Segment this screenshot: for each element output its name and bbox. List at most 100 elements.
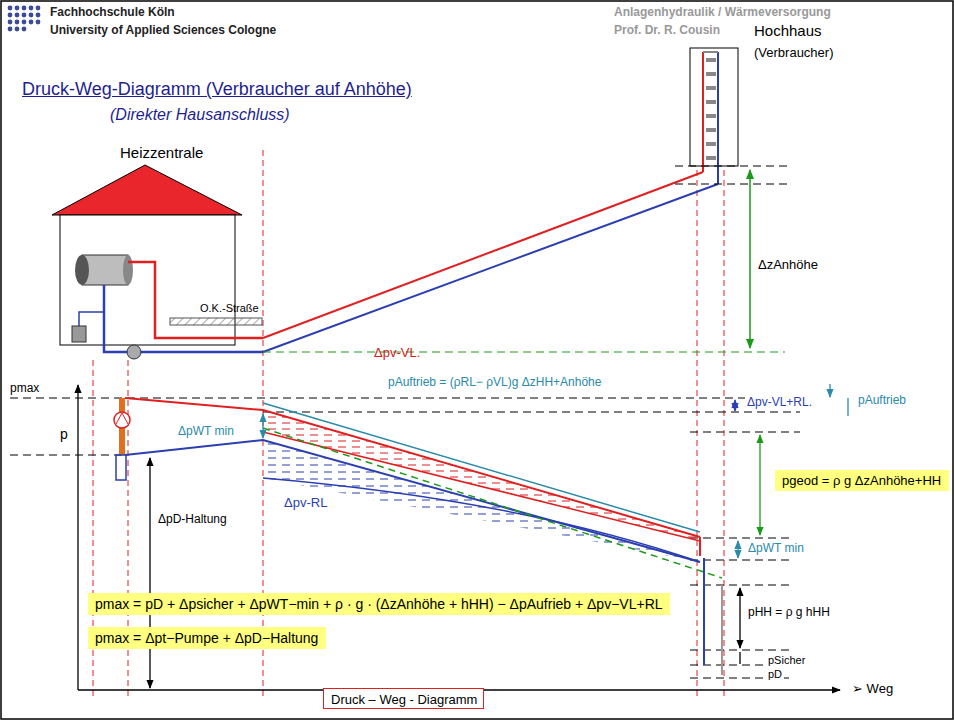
heating-plant (104, 285, 263, 352)
annotation-label: ➢ Weg (850, 682, 895, 697)
high-rise (690, 48, 738, 166)
pressure-curve (263, 432, 700, 541)
heating-plant (123, 255, 133, 285)
high-rise (703, 51, 718, 53)
logo-dots (36, 6, 41, 11)
annotation-label: University of Applied Sciences Cologne (48, 24, 278, 38)
logo-dots (15, 13, 20, 18)
high-rise (706, 58, 716, 62)
pump-symbol (116, 455, 126, 480)
pressure-curve (699, 537, 701, 556)
logo-dots (15, 27, 20, 32)
high-rise (706, 60, 716, 158)
guide-line (263, 150, 264, 700)
logo-dots (15, 20, 20, 25)
logo-dots (29, 6, 34, 11)
reference-line (690, 432, 800, 433)
logo-dots (22, 6, 27, 11)
logo-dots (15, 6, 20, 11)
heating-plant (170, 318, 262, 325)
dimension-arrow (734, 400, 735, 411)
annotation-label: pAuftrieb = (ρRL− ρVL)g ΔzHH+Anhöhe (386, 376, 603, 390)
annotation-label: Prof. Dr. R. Cousin (612, 24, 722, 38)
dimension-arrow (262, 414, 263, 438)
annotation-label: pD (766, 668, 784, 681)
annotation-label: pHH = ρ g hHH (746, 606, 832, 620)
pressure-curve (721, 585, 723, 675)
logo-dots (8, 20, 13, 25)
guide-line (697, 130, 698, 700)
logo-dots (22, 13, 27, 18)
annotation-label: (Direkter Hausanschluss) (108, 106, 292, 124)
reference-line (675, 184, 790, 185)
heating-plant (128, 262, 263, 338)
logo-dots (8, 6, 13, 11)
heating-plant (52, 165, 242, 215)
annotation-label: pmax (8, 382, 41, 396)
annotation-label: pSicher (766, 654, 807, 667)
reference-line (263, 412, 800, 413)
node-text: pgeod = ρ g ΔzAnhöhe+HH (782, 473, 942, 488)
annotation-label: ΔpWT min (746, 542, 806, 556)
dimension-arrow (749, 170, 751, 348)
high-rise (702, 52, 704, 172)
annotation-label: Heizzentrale (118, 144, 205, 161)
formula-box: pmax = pD + Δpsicher + ΔpWT−min + ρ · g … (88, 593, 670, 615)
dimension-arrow (829, 384, 830, 397)
reference-line (10, 455, 122, 456)
heating-plant (72, 326, 86, 342)
formula-box: pgeod = ρ g ΔzAnhöhe+HH (775, 470, 949, 491)
reference-line (690, 538, 790, 539)
logo-dots (36, 13, 41, 18)
heating-plant (127, 345, 141, 359)
pressure-curve (703, 558, 705, 665)
annotation-label: pAuftrieb (856, 394, 908, 408)
pump-symbol (114, 412, 130, 428)
annotation-label: Δpv-VL+RL. (745, 396, 814, 410)
pressure-curve (263, 428, 722, 578)
high-rise (706, 72, 716, 76)
dimension-arrow (759, 435, 760, 535)
heating-plant (75, 255, 89, 285)
reference-line (263, 352, 785, 353)
annotation-label: O.K.-Straße (198, 302, 261, 315)
high-rise (706, 86, 716, 90)
slide-title: Druck-Weg-Diagramm (Verbraucher auf Anhö… (22, 79, 412, 100)
formula-box: pmax = Δpt−Pumpe + ΔpD−Haltung (88, 627, 326, 649)
logo-dots (29, 20, 34, 25)
annotation-label: ΔpWT min (176, 425, 236, 439)
logo-dots (22, 27, 27, 32)
annotation-label: Δpv-RL (282, 496, 329, 511)
district-pipe (263, 172, 703, 338)
node-text: pmax = pD + Δpsicher + ΔpWT−min + ρ · g … (95, 596, 663, 612)
reference-line (675, 166, 790, 167)
guide-line (128, 360, 129, 700)
pump-symbol (116, 413, 128, 424)
high-rise (706, 114, 716, 118)
guide-line (93, 360, 94, 700)
dimension-arrow (739, 652, 740, 664)
pressure-curve (125, 440, 700, 562)
caption-box: Druck – Weg - Diagramm (323, 688, 484, 709)
node-text: pmax = Δpt−Pumpe + ΔpD−Haltung (95, 630, 319, 646)
high-rise (690, 48, 738, 184)
high-rise (706, 100, 716, 104)
dimension-arrow (739, 588, 740, 648)
logo-dots (8, 6, 41, 32)
dimension-arrow (737, 541, 738, 558)
heating-plant (52, 165, 263, 359)
annotation-label: Anlagenhydraulik / Wärmeversorgung (612, 6, 833, 20)
annotation-label: ΔzAnhöhe (756, 258, 820, 273)
pressure-curve (125, 398, 700, 537)
annotation-label: p (58, 426, 70, 442)
high-rise (717, 52, 719, 184)
dimension-arrow (847, 398, 848, 416)
dimension-arrow (149, 458, 150, 688)
logo-dots (8, 13, 13, 18)
logo-dots (29, 13, 34, 18)
annotation-label: Δpv-VL. (372, 346, 422, 361)
heating-plant (79, 312, 104, 326)
district-pipe (263, 184, 718, 352)
